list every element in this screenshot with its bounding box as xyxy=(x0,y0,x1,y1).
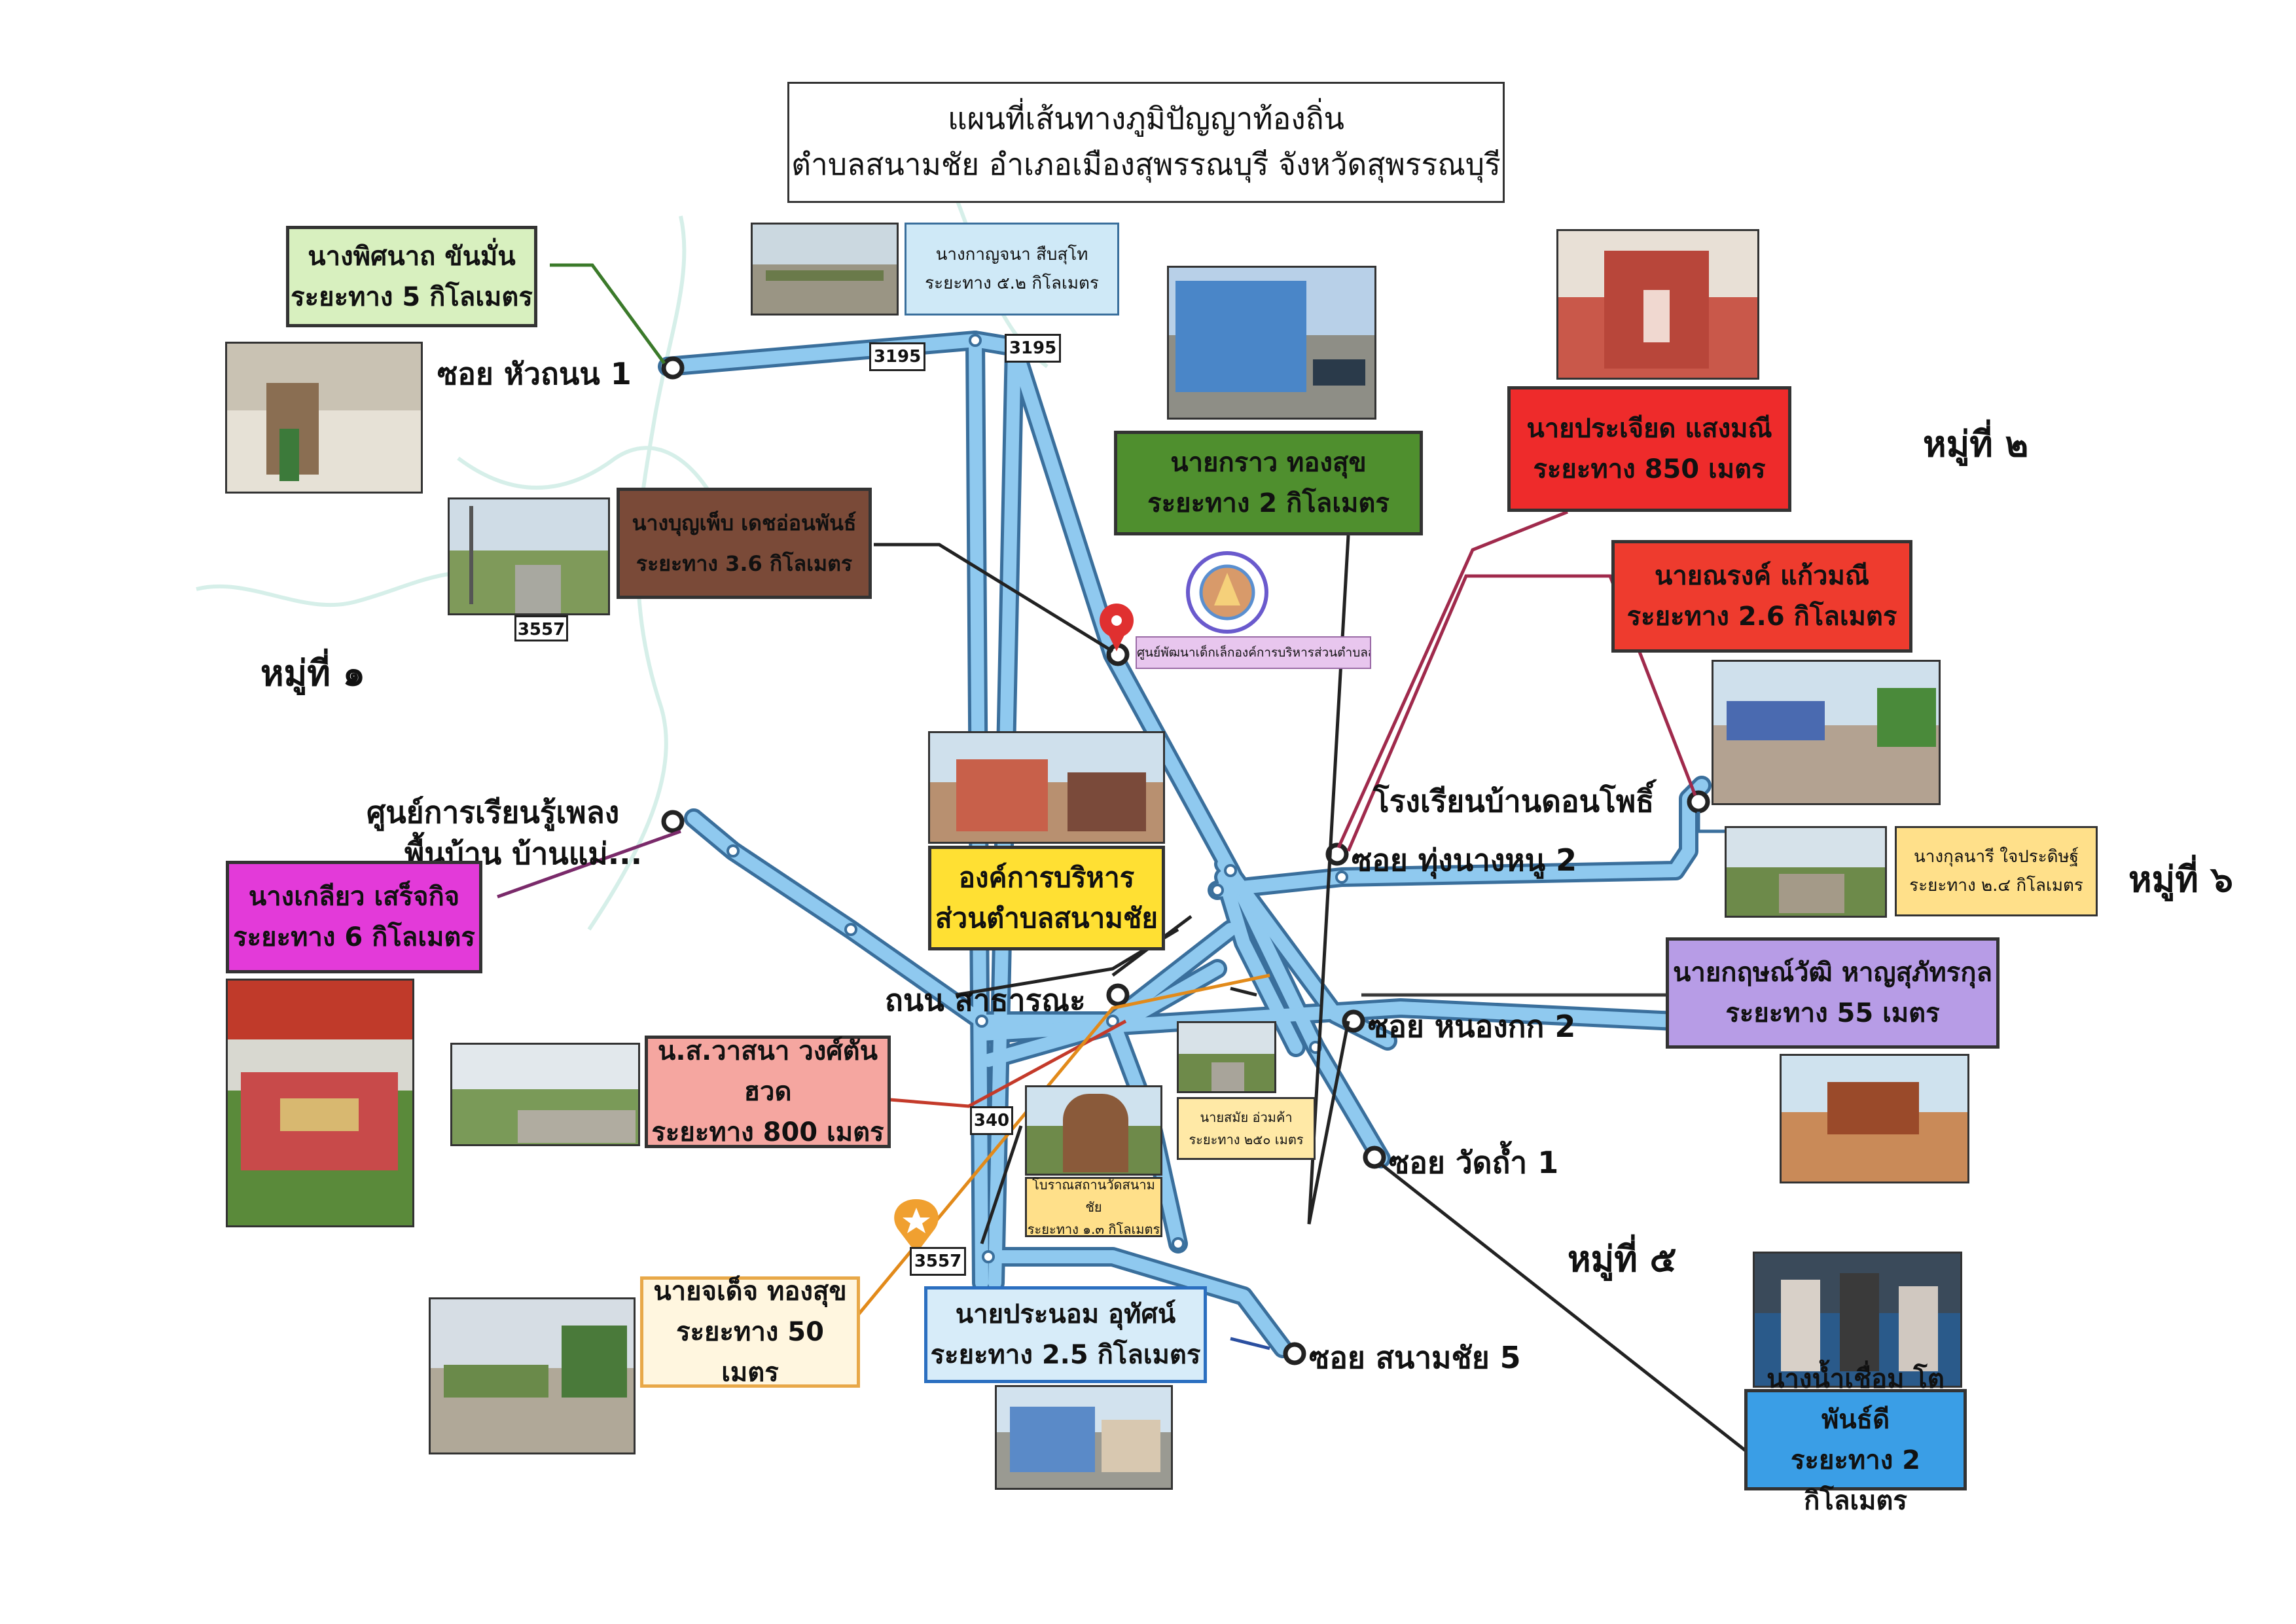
photo-pranom xyxy=(995,1385,1173,1490)
label-distance: ระยะทาง 2.6 กิโลเมตร xyxy=(1626,602,1897,632)
label-name: นายกราว ทองสุข xyxy=(1170,448,1367,478)
photo-pitsanat xyxy=(225,342,423,494)
label-krao: นายกราว ทองสุข ระยะทาง 2 กิโลเมตร xyxy=(1114,431,1423,535)
label-name: นายจเด็จ ทองสุข xyxy=(653,1276,847,1307)
label-name: น.ส.วาสนา วงศ์ตันฮวด xyxy=(658,1036,878,1107)
label-distance: ระยะทาง 2 กิโลเมตร xyxy=(1147,488,1390,518)
photo-krao xyxy=(1167,266,1376,420)
label-kunlanari: นางกุลนารี ใจประดิษฐ์ ระยะทาง ๒.๔ กิโลเม… xyxy=(1895,826,2098,916)
photo-klieo xyxy=(226,979,414,1227)
label-sao: องค์การบริหาร ส่วนตำบลสนามชัย xyxy=(928,846,1165,950)
label-name: นายประนอม อุทัศน์ xyxy=(955,1299,1176,1329)
sao-line-1: องค์การบริหาร xyxy=(958,861,1135,893)
label-namchueam: นางน้ำเชื่อม โตพันธ์ดี ระยะทาง 2 กิโลเมต… xyxy=(1744,1364,1967,1516)
photo-bunpep xyxy=(448,497,610,615)
title-line-1: แผนที่เส้นทางภูมิปัญญาท้องถิ่น xyxy=(948,101,1344,136)
street-learning-center-l1: ศูนย์การเรียนรู้เพลง xyxy=(367,795,620,830)
label-distance: ระยะทาง 850 เมตร xyxy=(1533,454,1766,484)
village-moo2: หมู่ที่ ๒ xyxy=(1923,424,2029,465)
label-name: นางกาญจนา สืบสุโท xyxy=(935,245,1088,264)
label-distance: ระยะทาง 2.5 กิโลเมตร xyxy=(930,1340,1201,1370)
label-name: นางกุลนารี ใจประดิษฐ์ xyxy=(1913,847,2079,867)
label-distance: ระยะทาง 6 กิโลเมตร xyxy=(233,922,475,952)
label-pitsanat: นางพิศนาถ ขันมั่น ระยะทาง 5 กิโลเมตร xyxy=(286,226,537,327)
road-sign: 3557 xyxy=(910,1247,966,1276)
label-name: นายประเจียด แสงมณี xyxy=(1526,414,1772,444)
street-sanam-chai: ซอย สนามชัย 5 xyxy=(1309,1340,1521,1375)
photo-narong xyxy=(1712,660,1941,805)
label-name: นายกฤษณ์วัฒิ หาญสุภัทรกุล xyxy=(1673,958,1992,988)
photo-namchueam xyxy=(1753,1252,1962,1388)
label-bunpep: นางบุญเพ็บ เดชอ่อนพันธ์ ระยะทาง 3.6 กิโล… xyxy=(617,488,872,599)
label-distance: ระยะทาง ๒๕๐ เมตร xyxy=(1189,1132,1304,1147)
label-distance: ระยะทาง 55 เมตร xyxy=(1725,998,1940,1028)
label-wasana: น.ส.วาสนา วงศ์ตันฮวด ระยะทาง 800 เมตร xyxy=(645,1036,891,1148)
map-title: แผนที่เส้นทางภูมิปัญญาท้องถิ่น ตำบลสนามช… xyxy=(787,82,1505,203)
label-name: นางพิศนาถ ขันมั่น xyxy=(308,241,516,272)
road-sign: 3557 xyxy=(514,615,568,641)
photo-kritsawat xyxy=(1780,1054,1969,1183)
photo-kanchana xyxy=(751,223,899,316)
village-moo5: หมู่ที่ ๕ xyxy=(1568,1238,1677,1280)
location-pin-icon xyxy=(1100,604,1134,651)
label-name: นายณรงค์ แก้วมณี xyxy=(1655,561,1869,591)
photo-sao-office xyxy=(928,731,1165,844)
village-moo1: หมู่ที่ ๑ xyxy=(260,653,365,694)
label-distance: ระยะทาง ๒.๔ กิโลเมตร xyxy=(1909,876,2083,895)
street-sathanrana: ถนน สาธารณะ xyxy=(885,983,1086,1018)
photo-samai xyxy=(1177,1021,1276,1093)
label-distance: ระยะทาง 800 เมตร xyxy=(651,1117,884,1147)
label-distance: ระยะทาง ๑.๓ กิโลเมตร xyxy=(1027,1221,1160,1237)
photo-kunlanari xyxy=(1725,826,1887,918)
street-hua-thanon: ซอย หัวถนน 1 xyxy=(437,356,632,391)
village-moo6: หมู่ที่ ๖ xyxy=(2128,859,2233,900)
street-nong-kok: ซอย หนองกก 2 xyxy=(1368,1009,1576,1044)
label-narong: นายณรงค์ แก้วมณี ระยะทาง 2.6 กิโลเมตร xyxy=(1611,540,1912,653)
label-prachiat: นายประเจียด แสงมณี ระยะทาง 850 เมตร xyxy=(1507,386,1791,512)
photo-jadet xyxy=(429,1297,636,1454)
photo-wasana xyxy=(450,1043,640,1146)
label-distance: ระยะทาง ๕.๒ กิโลเมตร xyxy=(925,274,1099,293)
street-thung-nang-nu: ซอย ทุ่งนางหนู 2 xyxy=(1352,842,1577,878)
label-kritsawat: นายกฤษณ์วัฒิ หาญสุภัทรกุล ระยะทาง 55 เมต… xyxy=(1666,937,2000,1049)
label-samai: นายสมัย อ่วมค้า ระยะทาง ๒๕๐ เมตร xyxy=(1177,1097,1316,1160)
label-name: นางบุญเพ็บ เดชอ่อนพันธ์ xyxy=(632,511,857,535)
label-sanam-chai-temple: โบราณสถานวัดสนามชัย ระยะทาง ๑.๓ กิโลเมตร xyxy=(1025,1177,1162,1237)
star-marker-icon xyxy=(894,1199,939,1254)
street-wat-tham: ซอย วัดถ้ำ 1 xyxy=(1389,1145,1559,1180)
photo-sanam-chai-temple xyxy=(1025,1085,1162,1176)
label-name: นางเกลียว เสร็จกิจ xyxy=(248,882,460,912)
title-line-2: ตำบลสนามชัย อำเภอเมืองสุพรรณบุรี จังหวัด… xyxy=(791,147,1501,182)
label-pranom: นายประนอม อุทัศน์ ระยะทาง 2.5 กิโลเมตร xyxy=(924,1286,1207,1383)
label-klieo: นางเกลียว เสร็จกิจ ระยะทาง 6 กิโลเมตร xyxy=(226,861,482,973)
label-name: โบราณสถานวัดสนามชัย xyxy=(1032,1177,1155,1215)
street-don-pho-school: โรงเรียนบ้านดอนโพธิ์ xyxy=(1373,784,1655,819)
label-distance: ระยะทาง 50 เมตร xyxy=(676,1317,824,1388)
road-sign: 3195 xyxy=(869,342,925,371)
road-sign: 340 xyxy=(970,1106,1013,1135)
sao-line-2: ส่วนตำบลสนามชัย xyxy=(935,902,1158,934)
label-name: นายสมัย อ่วมค้า xyxy=(1200,1110,1293,1125)
photo-prachiat xyxy=(1556,229,1759,380)
label-jadet: นายจเด็จ ทองสุข ระยะทาง 50 เมตร xyxy=(640,1276,860,1388)
label-distance: ระยะทาง 3.6 กิโลเมตร xyxy=(636,551,853,576)
road-sign: 3195 xyxy=(1005,334,1061,363)
label-distance: ระยะทาง 5 กิโลเมตร xyxy=(291,281,533,312)
center-marker-label: ศูนย์พัฒนาเด็กเล็กองค์การบริหารส่วนตำบลส… xyxy=(1136,636,1371,669)
connector-lines xyxy=(497,263,1775,1474)
label-distance: ระยะทาง 2 กิโลเมตร xyxy=(1790,1445,1920,1516)
street-stops xyxy=(661,356,1710,1365)
sao-emblem-icon xyxy=(1186,551,1268,634)
label-kanchana: นางกาญจนา สืบสุโท ระยะทาง ๕.๒ กิโลเมตร xyxy=(905,223,1119,316)
label-name: นางน้ำเชื่อม โตพันธ์ดี xyxy=(1767,1363,1945,1435)
